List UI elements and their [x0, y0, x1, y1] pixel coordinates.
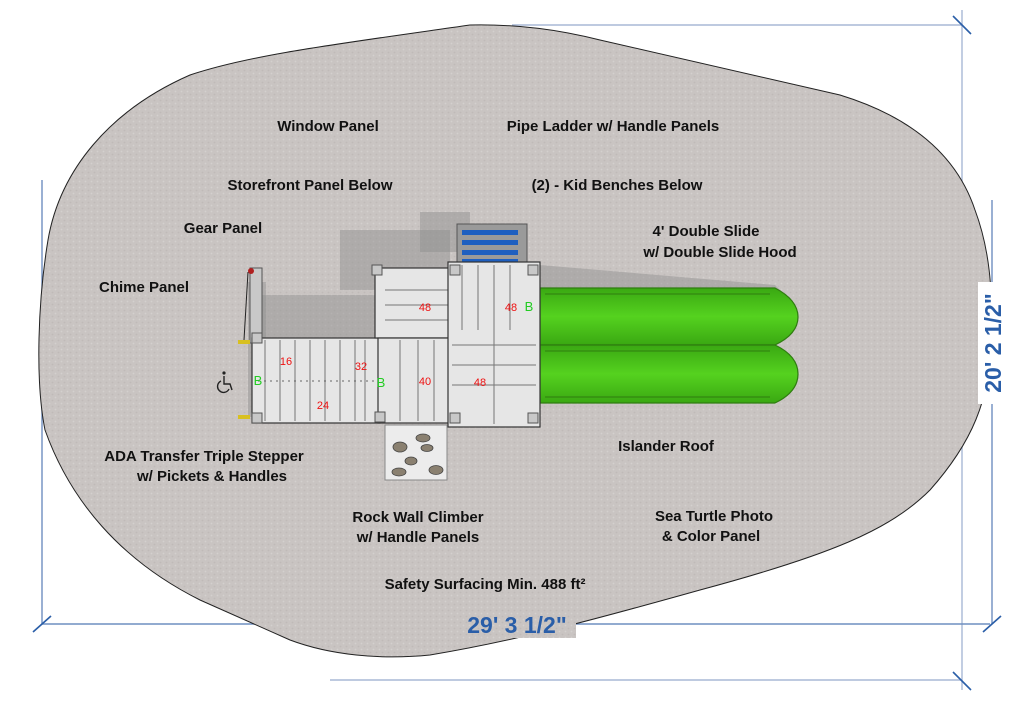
- label-chime-panel: Chime Panel: [99, 279, 189, 296]
- label-window-panel: Window Panel: [277, 118, 379, 135]
- wheelchair-icon: [216, 371, 233, 394]
- tick-mark: [32, 615, 52, 633]
- gear-panel-post: [243, 267, 263, 344]
- deck-height-24: 24: [317, 400, 329, 412]
- deck-height-32: 32: [355, 361, 367, 373]
- label-kid-benches: (2) - Kid Benches Below: [532, 177, 703, 194]
- label-gear-panel: Gear Panel: [184, 220, 262, 237]
- deck-height-48: 48: [474, 377, 486, 389]
- label-sea-turtle: Sea Turtle Photo: [655, 508, 773, 525]
- depth-label-background: [978, 282, 1006, 404]
- label-islander-roof: Islander Roof: [618, 438, 715, 455]
- label-storefront-panel: Storefront Panel Below: [227, 177, 392, 194]
- rock-wall-climber: [384, 424, 448, 481]
- deck-height-48: 48: [505, 302, 517, 314]
- label-safety-surfacing: Safety Surfacing Min. 488 ft²: [385, 576, 586, 593]
- deck-height-40: 40: [419, 376, 431, 388]
- label-ada-stepper: ADA Transfer Triple Stepper: [104, 448, 304, 465]
- barrier-marker: B: [525, 299, 534, 314]
- width-label-background: [458, 610, 576, 638]
- barrier-marker: B: [377, 375, 386, 390]
- transfer-stepper: [238, 337, 381, 424]
- depth-dimension: 20' 2 1/2": [980, 293, 1006, 393]
- main-decks: [251, 261, 541, 428]
- label-double-slide: 4' Double Slide: [653, 223, 760, 240]
- width-dimension: 29' 3 1/2": [467, 612, 567, 638]
- label-color-panel: & Color Panel: [662, 528, 760, 545]
- barrier-marker: B: [254, 373, 263, 388]
- deck-height-48: 48: [419, 302, 431, 314]
- tick-mark: [952, 671, 972, 691]
- label-ada-stepper-detail: w/ Pickets & Handles: [136, 468, 287, 485]
- tick-mark: [982, 615, 1002, 633]
- tick-mark: [952, 15, 972, 35]
- label-pipe-ladder: Pipe Ladder w/ Handle Panels: [507, 118, 720, 135]
- deck-height-16: 16: [280, 356, 292, 368]
- label-rock-wall-handles: w/ Handle Panels: [356, 529, 480, 546]
- label-rock-wall: Rock Wall Climber: [352, 509, 483, 526]
- pipe-ladder: [456, 223, 528, 265]
- double-slide: [539, 287, 799, 404]
- label-double-slide-hood: w/ Double Slide Hood: [642, 244, 796, 261]
